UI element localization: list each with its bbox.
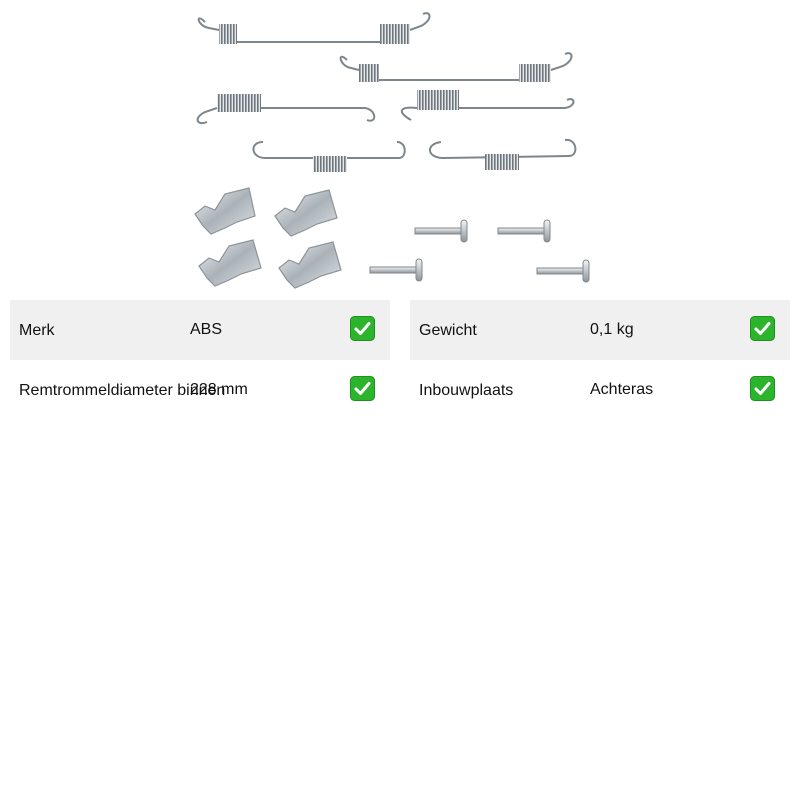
spring-2 <box>339 52 573 82</box>
hold-down-pins <box>369 219 590 283</box>
product-image <box>194 12 590 289</box>
spec-table-right: Gewicht 0,1 kg Inbouwplaats Achteras <box>410 300 790 420</box>
spring-3 <box>196 94 376 124</box>
spring-4 <box>401 90 575 121</box>
spec-row-brand: Merk ABS <box>10 300 390 360</box>
retaining-clips <box>194 187 342 289</box>
spec-label: Inbouwplaats <box>419 382 514 399</box>
spec-value: ABS <box>190 321 223 338</box>
spec-row-drum-diameter: 228 mm Remtrommeldiameter binnen <box>10 360 390 420</box>
spring-5 <box>252 141 406 172</box>
spec-table-left: Merk ABS 228 mm Remtrommeldiameter binne… <box>10 300 390 420</box>
spring-6 <box>429 138 577 170</box>
spec-row-mounting-position: Inbouwplaats Achteras <box>410 360 790 420</box>
check-icon <box>750 316 775 341</box>
spring-1 <box>197 12 431 44</box>
spec-label: Merk <box>19 322 55 339</box>
check-icon <box>350 376 375 401</box>
spec-value: 228 mm <box>190 381 248 398</box>
check-icon <box>750 376 775 401</box>
spec-value: 0,1 kg <box>590 321 634 338</box>
spec-label: Gewicht <box>419 322 477 339</box>
check-icon <box>350 316 375 341</box>
spec-label: Remtrommeldiameter binnen <box>19 382 226 399</box>
spec-value: Achteras <box>590 381 654 398</box>
spec-row-weight: Gewicht 0,1 kg <box>410 300 790 360</box>
